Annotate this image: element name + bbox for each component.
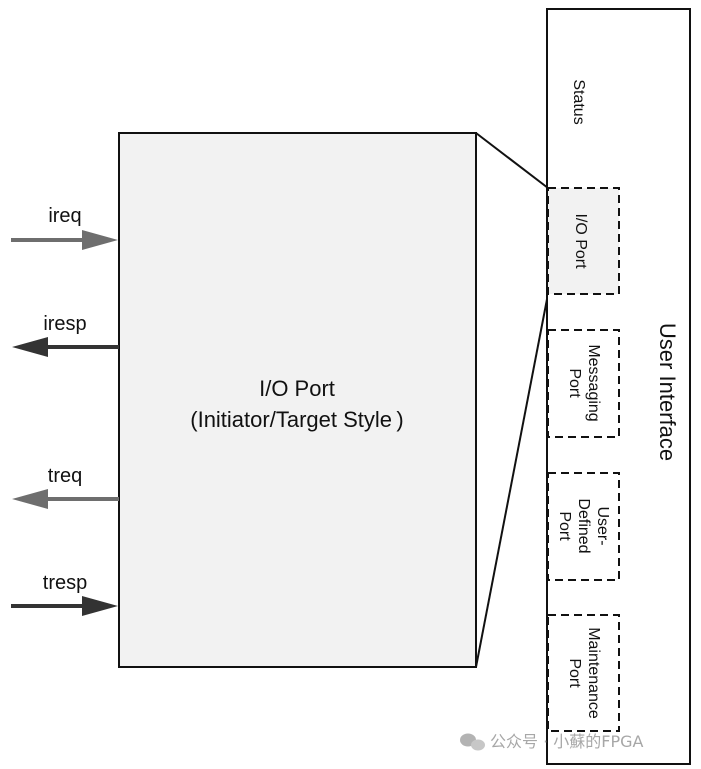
- io-port-subtitle: (Initiator/Target Style ): [190, 407, 403, 432]
- messaging-port-label-line1: Messaging: [585, 344, 602, 421]
- messaging-port-box: [547, 329, 620, 438]
- messaging-port-label-line2: Port: [566, 368, 583, 398]
- iresp-label: iresp: [43, 313, 86, 335]
- treq-label: treq: [48, 465, 82, 487]
- treq-arrow: [12, 489, 119, 509]
- iresp-arrow: [12, 337, 119, 357]
- io-port-block: [118, 132, 477, 668]
- io-port-title: I/O Port: [259, 376, 335, 401]
- user-defined-port-box: [547, 472, 620, 581]
- user-defined-port-label-line2: Defined: [575, 498, 592, 553]
- ui-io-port-box: [547, 187, 620, 295]
- user-defined-port-label-line1: User-: [594, 506, 611, 545]
- wechat-icon: [460, 733, 485, 751]
- ui-io-port-label: I/O Port: [572, 213, 589, 269]
- watermark-text: 公众号 · 小蘇的FPGA: [490, 732, 644, 751]
- tresp-label: tresp: [43, 572, 87, 594]
- ireq-label: ireq: [48, 205, 81, 227]
- maintenance-port-box: [547, 614, 620, 732]
- maintenance-port-label-line1: Maintenance: [585, 627, 602, 719]
- status-label: Status: [570, 79, 587, 124]
- watermark: 公众号 · 小蘇的FPGA: [460, 732, 644, 751]
- tresp-arrow: [11, 596, 118, 616]
- zoom-connector-top: [475, 132, 549, 189]
- ireq-arrow: [11, 230, 118, 250]
- user-defined-port-label-line3: Port: [556, 511, 573, 541]
- zoom-connector-bottom: [475, 293, 549, 668]
- maintenance-port-label-line2: Port: [566, 658, 583, 688]
- user-interface-title: User Interface: [655, 323, 680, 461]
